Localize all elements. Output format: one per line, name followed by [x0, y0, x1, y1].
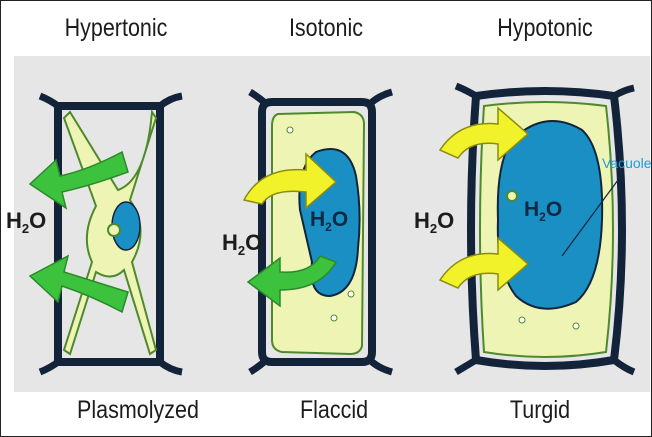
cell-wall-stub-1a [40, 96, 58, 106]
cell-wall-stub-3a [456, 86, 476, 96]
cell-wall-stub-2d [370, 360, 392, 372]
cell-wall-stub-3c [456, 360, 476, 372]
h2o-outside-1: H2O [6, 208, 46, 236]
organelle-2c [348, 291, 354, 297]
organelle-3b [507, 191, 517, 201]
cell-wall-stub-1b [160, 96, 182, 106]
cell-wall-stub-3b [614, 88, 634, 96]
plasmolyzed-cell [30, 96, 182, 372]
organelle-3c [519, 317, 525, 323]
cell-wall-stub-1d [160, 362, 182, 372]
organelle-2b [331, 315, 337, 321]
vacuole-callout-label: Vacuole [602, 155, 652, 171]
flaccid-cell [244, 92, 392, 372]
nucleus-1 [108, 224, 120, 236]
turgid-cell [440, 86, 634, 372]
h2o-outside-2: H2O [222, 230, 262, 258]
organelle-2a [287, 127, 293, 133]
h2o-outside-3: H2O [414, 208, 454, 236]
organelle-3d [573, 323, 579, 329]
cell-wall-stub-2b [370, 92, 392, 104]
cell-wall-stub-1c [40, 362, 58, 372]
cell-wall-stub-2c [250, 360, 266, 372]
cell-wall-stub-2a [250, 92, 266, 104]
cell-wall-stub-3d [614, 360, 634, 372]
